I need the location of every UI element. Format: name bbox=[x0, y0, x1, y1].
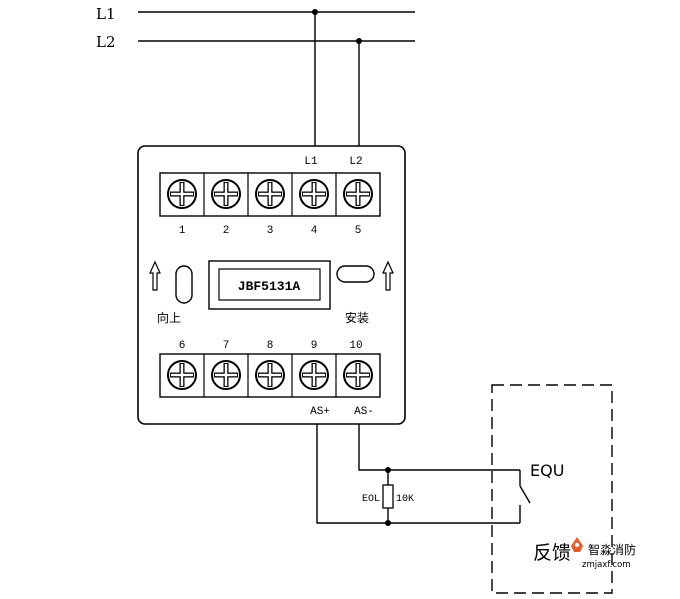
eol-label: EOL bbox=[362, 494, 380, 505]
watermark-url: zmjaxf.com bbox=[582, 560, 631, 570]
model-number: JBF5131A bbox=[238, 279, 301, 294]
equipment-box bbox=[491, 384, 613, 594]
watermark-name: 智淼消防 bbox=[588, 542, 636, 557]
equipment-label: EQU bbox=[530, 461, 564, 480]
screw-icon bbox=[255, 179, 285, 209]
terminal-number: 2 bbox=[223, 225, 230, 237]
line-l2-label: L2 bbox=[96, 33, 116, 51]
mounting-slot-horizontal bbox=[336, 265, 375, 283]
screw-icon bbox=[167, 179, 197, 209]
bottom-terminal-block bbox=[159, 353, 381, 398]
terminal-4-label: L1 bbox=[304, 156, 318, 168]
screw-icon bbox=[299, 179, 329, 209]
terminal-number: 6 bbox=[179, 340, 186, 352]
line-l1-label: L1 bbox=[96, 5, 116, 23]
switch-contact-icon bbox=[519, 485, 531, 504]
screw-icon bbox=[211, 179, 241, 209]
screw-icon bbox=[343, 360, 373, 390]
screw-icon bbox=[299, 360, 329, 390]
terminal-number: 4 bbox=[311, 225, 318, 237]
right-caption: 安装 bbox=[345, 310, 369, 325]
terminal-number: 8 bbox=[267, 340, 274, 352]
terminal-number: 1 bbox=[179, 225, 186, 237]
terminal-5-label: L2 bbox=[349, 156, 362, 168]
terminal-number: 9 bbox=[311, 340, 318, 352]
terminal-10-label: AS- bbox=[354, 406, 374, 418]
feedback-label: 反馈 bbox=[533, 542, 571, 564]
top-terminal-block bbox=[159, 172, 381, 217]
left-caption: 向上 bbox=[157, 310, 181, 325]
output-wiring bbox=[316, 424, 520, 524]
terminal-9-label: AS+ bbox=[310, 406, 330, 418]
watermark: 智淼消防 zmjaxf.com bbox=[571, 537, 636, 570]
eol-resistor bbox=[382, 484, 394, 509]
screw-icon bbox=[211, 360, 241, 390]
mounting-slot-vertical bbox=[175, 265, 193, 304]
eol-value: 10K bbox=[396, 494, 414, 505]
screw-icon bbox=[343, 179, 373, 209]
screw-icon bbox=[167, 360, 197, 390]
terminal-number: 10 bbox=[349, 340, 362, 352]
up-arrow-icon bbox=[149, 260, 161, 291]
eol-junction-top bbox=[385, 467, 391, 473]
screw-icon bbox=[255, 360, 285, 390]
terminal-number: 7 bbox=[223, 340, 230, 352]
up-arrow-icon bbox=[382, 260, 394, 291]
terminal-number: 5 bbox=[355, 225, 362, 237]
eol-junction-bottom bbox=[385, 520, 391, 526]
terminal-number: 3 bbox=[267, 225, 274, 237]
model-window-inner bbox=[218, 268, 321, 301]
